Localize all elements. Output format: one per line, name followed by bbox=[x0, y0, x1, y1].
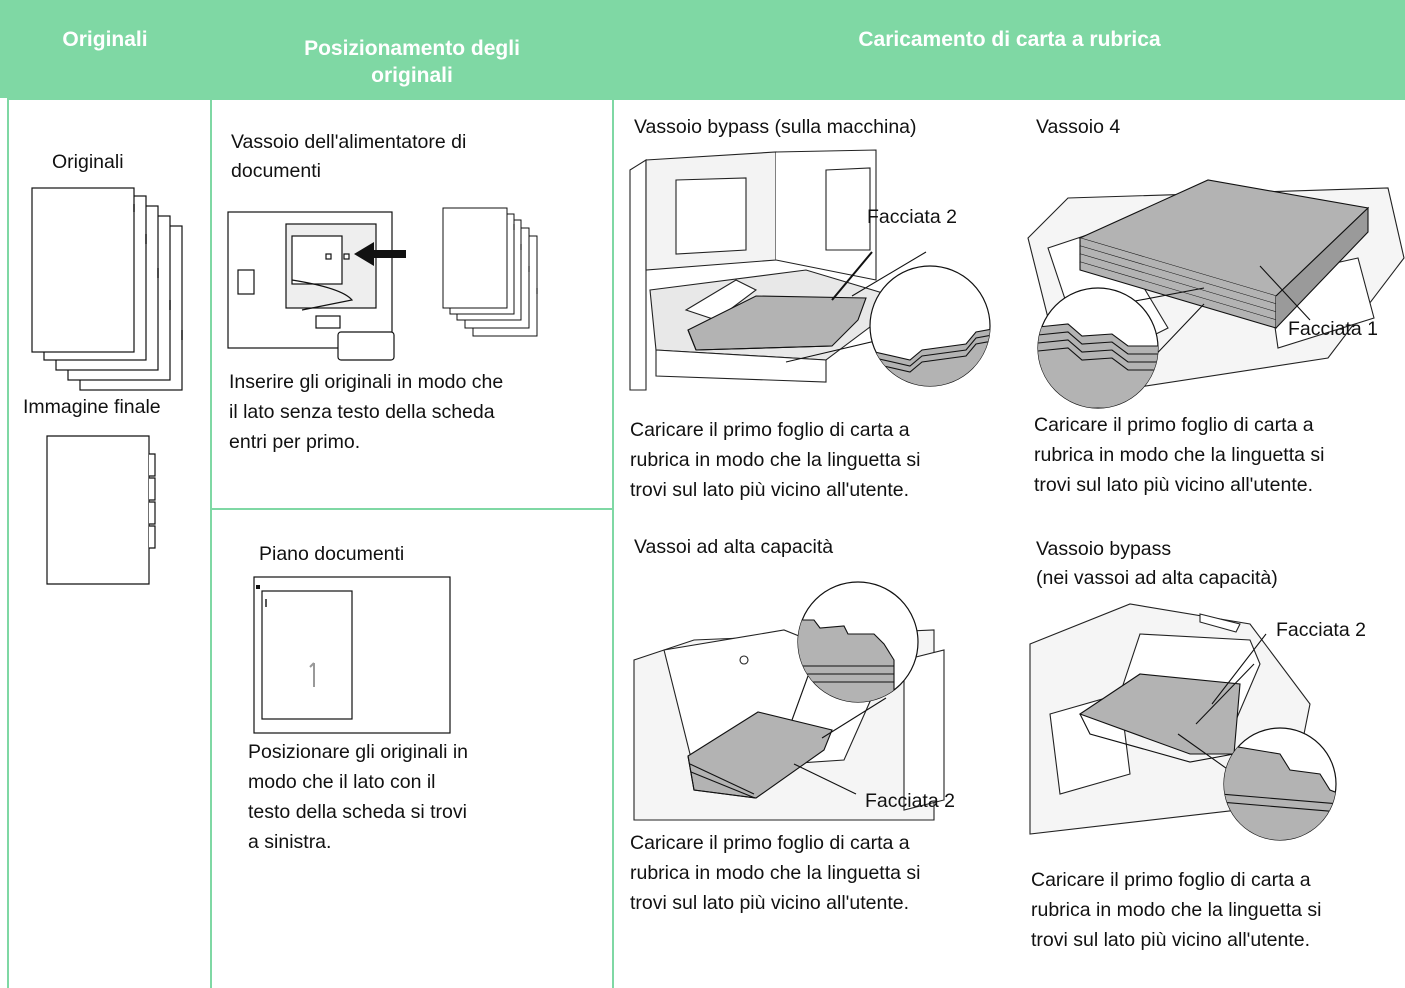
table-border-left bbox=[7, 98, 9, 988]
hcf-bypass-desc-line3: trovi sul lato più vicino all'utente. bbox=[1031, 929, 1311, 951]
header-caricamento-label: Caricamento di carta a rubrica bbox=[858, 28, 1161, 51]
bypass-title: Vassoio bypass (sulla macchina) bbox=[634, 116, 917, 138]
hcf-desc-line3: trovi sul lato più vicino all'utente. bbox=[630, 892, 910, 914]
bypass-callout: Facciata 2 bbox=[867, 206, 957, 228]
tray4-desc-line3: trovi sul lato più vicino all'utente. bbox=[1034, 474, 1314, 496]
originals-label: Originali bbox=[52, 151, 124, 173]
hcf-tray-illustration bbox=[633, 581, 945, 821]
hcf-bypass-desc-line1: Caricare il primo foglio di carta a bbox=[1031, 869, 1311, 891]
glass-desc-line4: a sinistra. bbox=[248, 831, 332, 853]
hcf-callout: Facciata 2 bbox=[865, 790, 955, 812]
glass-desc-line3: testo della scheda si trovi bbox=[248, 801, 467, 823]
tray4-desc-line1: Caricare il primo foglio di carta a bbox=[1034, 414, 1314, 436]
bypass-tray-illustration bbox=[629, 149, 991, 391]
header-originali: Originali bbox=[0, 0, 210, 98]
document-glass-illustration bbox=[253, 576, 451, 734]
header-bottom-line bbox=[7, 98, 1405, 100]
hcf-title: Vassoi ad alta capacità bbox=[634, 536, 834, 558]
table-divider-2 bbox=[612, 0, 614, 988]
tray4-desc-line2: rubrica in modo che la linguetta si bbox=[1034, 444, 1325, 466]
hcf-bypass-title-line1: Vassoio bypass bbox=[1036, 538, 1172, 560]
hcf-bypass-callout: Facciata 2 bbox=[1276, 619, 1366, 641]
feeder-desc-line1: Inserire gli originali in modo che bbox=[229, 371, 504, 393]
hcf-bypass-title-line2: (nei vassoi ad alta capacità) bbox=[1036, 567, 1278, 589]
tray4-title: Vassoio 4 bbox=[1036, 116, 1121, 138]
feeder-title-line1: Vassoio dell'alimentatore di bbox=[231, 131, 467, 153]
glass-title: Piano documenti bbox=[259, 543, 405, 565]
hcf-desc-line1: Caricare il primo foglio di carta a bbox=[630, 832, 910, 854]
glass-desc-line2: modo che il lato con il bbox=[248, 771, 436, 793]
header-originali-label: Originali bbox=[62, 28, 148, 51]
hcf-bypass-desc-line2: rubrica in modo che la linguetta si bbox=[1031, 899, 1322, 921]
feeder-desc-line3: entri per primo. bbox=[229, 431, 361, 453]
final-image-label: Immagine finale bbox=[23, 396, 161, 418]
header-posizionamento-line2: originali bbox=[371, 64, 453, 87]
original-stack-illustration bbox=[31, 187, 183, 391]
header-posizionamento: Posizionamento degli originali bbox=[212, 0, 612, 98]
final-tabbed-document bbox=[46, 435, 156, 585]
tray4-callout: Facciata 1 bbox=[1288, 318, 1378, 340]
hcf-desc-line2: rubrica in modo che la linguetta si bbox=[630, 862, 921, 884]
document-feeder-illustration bbox=[227, 211, 406, 361]
header-posizionamento-line1: Posizionamento degli bbox=[304, 37, 520, 60]
bypass-desc-line3: trovi sul lato più vicino all'utente. bbox=[630, 479, 910, 501]
header-caricamento: Caricamento di carta a rubrica bbox=[614, 0, 1405, 98]
feeder-title-line2: documenti bbox=[231, 160, 321, 182]
placement-divider bbox=[210, 508, 614, 510]
table-divider-1 bbox=[210, 0, 212, 988]
bypass-desc-line2: rubrica in modo che la linguetta si bbox=[630, 449, 921, 471]
tray4-illustration bbox=[1027, 179, 1405, 409]
hcf-bypass-tray-illustration bbox=[1029, 603, 1337, 841]
glass-desc-line1: Posizionare gli originali in bbox=[248, 741, 469, 763]
feeder-desc-line2: il lato senza testo della scheda bbox=[229, 401, 495, 423]
feeder-originals-stack bbox=[442, 207, 538, 337]
bypass-desc-line1: Caricare il primo foglio di carta a bbox=[630, 419, 910, 441]
